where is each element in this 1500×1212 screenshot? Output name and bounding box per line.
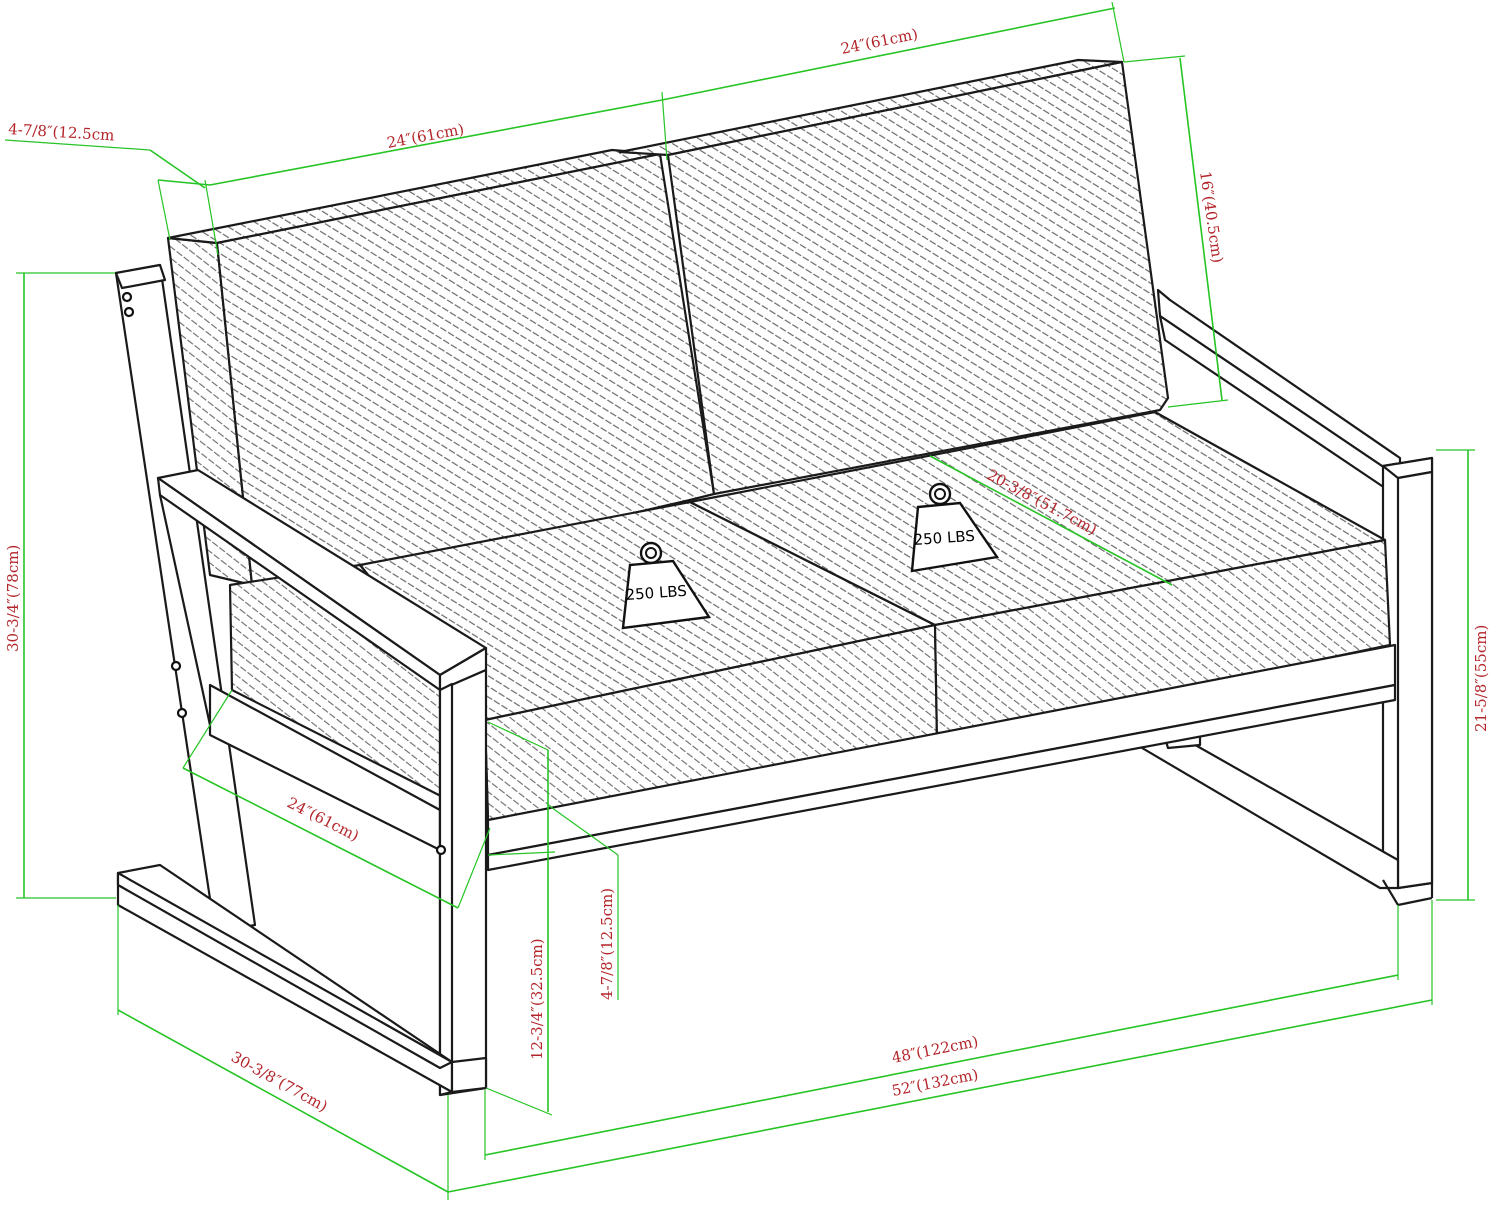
front-seat-rail: [486, 643, 1397, 872]
weight-badge-right: 250 LBS: [910, 482, 1000, 573]
loveseat-drawing: 250 LBS 250 LBS: [114, 58, 1434, 1097]
seat-cushion-right: [228, 410, 1392, 822]
back-cushion-height-label: 16″(40.5cm): [1196, 170, 1227, 264]
back-cushion-width-right-label: 24″(61cm): [839, 25, 919, 58]
overall-height-label: 30-3/4″(78cm): [4, 545, 22, 652]
weight-ring-inner-icon: [934, 488, 946, 500]
weight-badge-label: 250 LBS: [625, 582, 687, 604]
seat-height-label: 12-3/4″(32.5cm): [528, 938, 546, 1060]
weight-icon: [621, 559, 712, 630]
weight-badge-label: 250 LBS: [913, 527, 975, 549]
overall-width-label: 52″(132cm): [890, 1065, 979, 1100]
back-cushion-width-left-label: 24″(61cm): [385, 120, 465, 152]
seat-cushion-thickness-label: 4-7/8″(12.5cm): [598, 888, 616, 1000]
weight-ring-icon: [639, 541, 663, 565]
inner-width-label: 48″(122cm): [890, 1032, 979, 1067]
dimension-lines: [4, 1, 1475, 1200]
left-back-post: [114, 263, 257, 934]
weight-badge-left: 250 LBS: [621, 541, 712, 630]
overall-depth-label: 30-3/8″(77cm): [228, 1048, 331, 1116]
weight-ring-inner-icon: [645, 547, 657, 559]
weight-icon: [910, 501, 1000, 573]
back-cushion-right: [618, 58, 1170, 496]
left-side-frame: [116, 468, 488, 1097]
weight-ring-icon: [928, 482, 952, 506]
arm-height-label: 21-5/8″(55cm): [1472, 625, 1490, 732]
